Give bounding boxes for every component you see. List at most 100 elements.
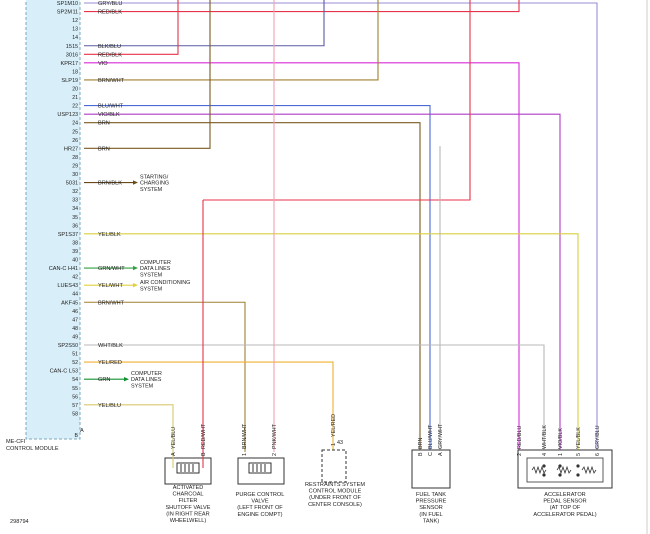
arrow-icon <box>133 282 138 288</box>
junction-dot <box>542 473 546 477</box>
pin-letter: 1 <box>331 443 337 446</box>
pin-number: 39 <box>72 249 78 255</box>
pin-number: 49 <box>72 334 78 340</box>
pin-number: 54 <box>72 377 78 383</box>
destination-label: SYSTEM <box>140 187 163 193</box>
drop-wire-label: WHT/BLK <box>542 425 548 449</box>
component-label: (AT TOP OF <box>550 505 581 511</box>
pin-function-label: AKF <box>61 300 72 306</box>
drop-wire-label: YEL/BLU <box>171 427 177 449</box>
charcoal-valve-body <box>164 457 212 485</box>
wire-label: GRN/WHT <box>98 266 125 272</box>
wire-label: BRN <box>98 146 110 152</box>
destination-label: COMPUTER <box>140 260 171 266</box>
fuel-sensor-body <box>411 449 451 489</box>
wire-pin-57 <box>84 404 174 452</box>
component-label: (UNDER FRONT OF <box>309 495 361 501</box>
component-label: CHARCOAL <box>172 492 203 498</box>
pin-number: 51 <box>72 352 78 358</box>
pin-letter: 1 <box>558 453 564 456</box>
component-label: ACCELERATOR PEDAL) <box>533 512 596 518</box>
pin-number: 56 <box>72 394 78 400</box>
component-label: CENTER CONSOLE) <box>308 502 362 508</box>
component-label: CONTROL MODULE <box>309 489 362 495</box>
pin-number: 53 <box>72 369 78 375</box>
destination-label: DATA LINES <box>131 377 162 383</box>
pin-number: 19 <box>72 78 78 84</box>
component-label: WHEELWELL) <box>170 518 207 524</box>
drop-wire-label: GRY/BLU <box>595 425 601 449</box>
wire-label: BRN/WHT <box>98 78 125 84</box>
pin-letter: B <box>418 452 424 456</box>
pin-function-label: A <box>80 428 84 434</box>
pin-function-label: CAN-C H <box>49 266 72 272</box>
pin-number: 46 <box>72 309 78 315</box>
pin-number: 28 <box>72 155 78 161</box>
pin-letter: C <box>428 452 434 456</box>
component-label: RESTRAINTS SYSTEM <box>305 482 365 488</box>
wires-layer <box>84 0 598 452</box>
wire-pin-19 <box>84 0 379 81</box>
pin-letter: A <box>171 452 177 456</box>
wire-label: YEL/WHT <box>98 283 123 289</box>
pin-number: 38 <box>72 240 78 246</box>
arrow-icon <box>133 180 138 185</box>
pin-function-label: 30 <box>66 52 72 58</box>
pin-letter: 2 <box>272 453 278 456</box>
pin-number: 48 <box>72 326 78 332</box>
module-subtitle: CONTROL MODULE <box>6 446 59 452</box>
component-label: FUEL TANK <box>416 492 446 498</box>
pin-number: 23 <box>72 112 78 118</box>
pin-function-label: SP1S <box>58 232 73 238</box>
destination-label: STARTING/ <box>140 174 169 180</box>
pin-number: 55 <box>72 386 78 392</box>
pin-number: 44 <box>72 292 78 298</box>
wire-pin-45 <box>84 301 246 452</box>
wire-pin-17 <box>84 62 520 452</box>
destination-label: CHARGING <box>140 181 169 187</box>
restraint-module-body <box>321 449 347 483</box>
wire-pin-11 <box>84 0 520 13</box>
pin-number: 20 <box>72 87 78 93</box>
resistor-icon <box>556 465 572 475</box>
pin-function-label: KPR <box>60 61 72 67</box>
pin-function-label: USP1 <box>57 112 72 118</box>
drop-wire-label: RED/BLU <box>517 426 523 449</box>
component-label: (IN FUEL <box>419 512 442 518</box>
drop-wire-label: PNK/WHT <box>272 423 278 449</box>
figure-id: 298794 <box>10 519 29 525</box>
wire-red-white <box>203 0 471 201</box>
wire-pin-37 <box>84 233 579 452</box>
wire-pin-24 <box>84 122 421 452</box>
pin-number: 27 <box>72 146 78 152</box>
arrow-icon <box>124 377 129 382</box>
pin-number: 41 <box>72 266 78 272</box>
wire-pin-22 <box>84 105 431 452</box>
solenoid-icon <box>176 462 200 474</box>
resistor-icon <box>531 465 547 475</box>
junction-dot <box>576 464 580 468</box>
junction-dot <box>558 464 562 468</box>
pin-letter: B <box>201 452 207 456</box>
component-label: VALVE <box>251 499 268 505</box>
pin-number: 16 <box>72 52 78 58</box>
pin-number: 32 <box>72 189 78 195</box>
pin-number: 47 <box>72 317 78 323</box>
wire-label: BLU/WHT <box>98 104 124 110</box>
pin-letter: 43 <box>337 440 343 446</box>
pin-function-label: SLP <box>61 78 72 84</box>
component-label: SENSOR <box>419 505 443 511</box>
pin-function-label: SP1M <box>57 1 73 7</box>
sensor-internal-frame <box>526 457 604 483</box>
drop-wire-label: BRN <box>418 438 424 449</box>
pin-number: 58 <box>72 411 78 417</box>
pin-number: 12 <box>72 18 78 24</box>
pin-letter: 2 <box>517 453 523 456</box>
junction-dot <box>542 464 546 468</box>
labels-layer: GRY/BLURED/BLKBLK/BLURED/BLKVIOBRN/WHTBL… <box>98 1 601 449</box>
pin-number: 50 <box>72 343 78 349</box>
pin-number: 17 <box>72 61 78 67</box>
pin-number: B <box>75 433 79 439</box>
